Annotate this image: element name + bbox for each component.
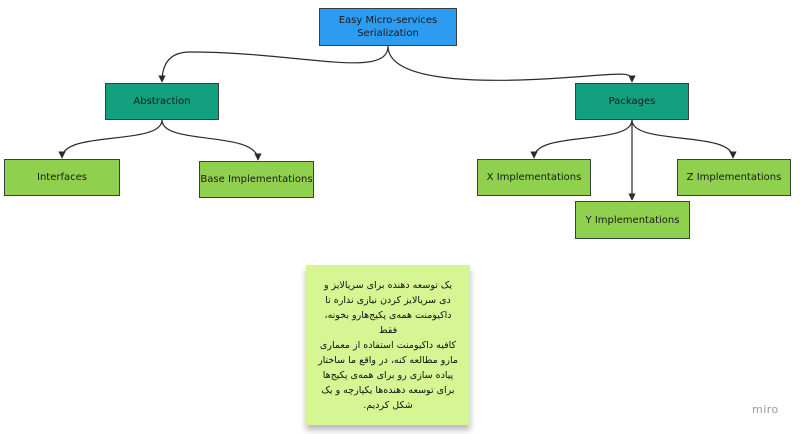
node-base-implementations[interactable]: Base Implementations	[199, 161, 314, 198]
connector-abstraction-to-base	[161, 119, 262, 161]
connector-root-to-abstraction	[158, 45, 389, 83]
node-root-label: Easy Micro-services Serialization	[338, 15, 438, 39]
node-packages-label: Packages	[608, 96, 656, 107]
node-abstraction[interactable]: Abstraction	[105, 83, 219, 120]
node-y-implementations-label: Y Implementations	[585, 214, 680, 226]
node-interfaces[interactable]: Interfaces	[4, 159, 120, 196]
sticky-note-text: یک توسعه دهنده برای سریالایز و دی سریالا…	[318, 279, 458, 411]
node-x-implementations-label: X Implementations	[486, 172, 582, 183]
connector-abstraction-to-interfaces	[58, 119, 163, 159]
connector-packages-to-x	[530, 119, 633, 159]
node-interfaces-label: Interfaces	[37, 172, 87, 183]
node-packages[interactable]: Packages	[575, 83, 689, 120]
node-z-implementations-label: Z Implementations	[686, 172, 782, 183]
node-y-implementations[interactable]: Y Implementations	[575, 201, 690, 239]
node-x-implementations[interactable]: X Implementations	[477, 159, 591, 196]
miro-logo: miro	[752, 403, 779, 416]
node-base-implementations-label: Base Implementations	[200, 174, 313, 185]
node-z-implementations[interactable]: Z Implementations	[677, 159, 791, 196]
node-root[interactable]: Easy Micro-services Serialization	[319, 8, 457, 46]
connector-packages-to-z	[631, 119, 737, 159]
node-abstraction-label: Abstraction	[133, 96, 191, 107]
connector-root-to-packages	[387, 45, 636, 83]
sticky-note[interactable]: یک توسعه دهنده برای سریالایز و دی سریالا…	[306, 265, 470, 425]
